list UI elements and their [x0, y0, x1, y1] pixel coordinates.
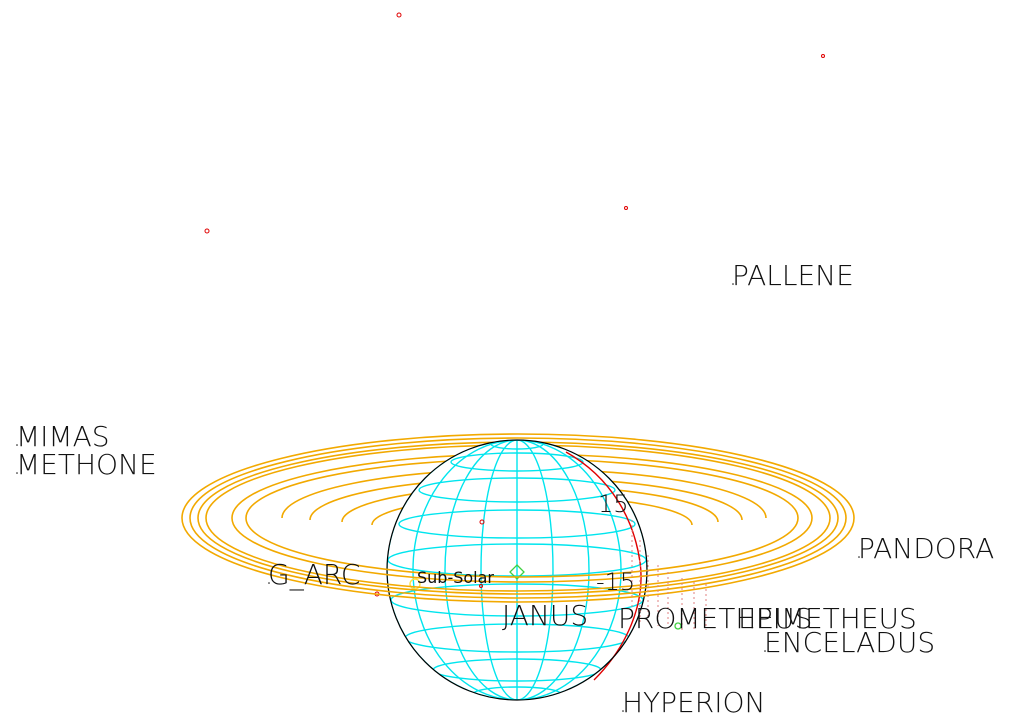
moon-label-enceladus: ENCELADUS: [764, 626, 935, 659]
marker-point: [479, 584, 483, 588]
sub-solar-label: Sub-Solar: [417, 568, 494, 587]
marker-point: [204, 228, 210, 234]
moon-label-g-arc: G_ARC: [268, 558, 360, 592]
sub-observer-marker: [509, 564, 525, 580]
marker-point: [674, 622, 682, 630]
moon-label-prometheus: PROMETHEUS: [618, 602, 812, 635]
marker-point: [821, 54, 825, 58]
rings-front: [181, 517, 855, 603]
sub-solar-marker: [409, 578, 421, 590]
marker-point: [479, 519, 485, 525]
latitude-label-minus: -15: [596, 568, 635, 596]
label-anchor-dots: [16, 283, 860, 712]
moon-label-mimas: MIMAS: [16, 420, 110, 453]
latitude-label-plus: 15: [598, 490, 629, 518]
moon-label-hyperion: HYPERION: [622, 686, 765, 719]
planet-globe: [374, 439, 682, 701]
moon-label-janus: JANUS: [502, 599, 588, 632]
moon-label-epimetheus: EPIMETHEUS: [738, 602, 917, 635]
moon-label-pandora: PANDORA: [858, 532, 994, 565]
moon-label-pallene: PALLENE: [732, 259, 854, 292]
marker-point: [396, 12, 402, 18]
shadow-ticks: [631, 520, 707, 630]
background-markers: [204, 12, 825, 234]
moon-label-methone: METHONE: [16, 448, 157, 481]
marker-point: [624, 206, 628, 210]
